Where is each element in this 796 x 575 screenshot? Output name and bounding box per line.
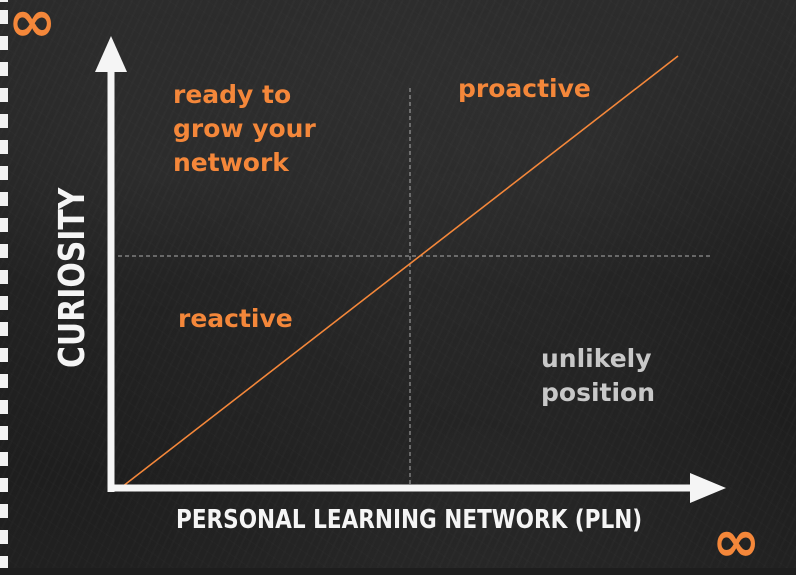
x-axis-title: PERSONAL LEARNING NETWORK (PLN) [176, 505, 643, 535]
x-axis-infinity-icon: ∞ [712, 507, 761, 575]
diagonal-trend-line [117, 55, 679, 491]
dashed-left-border [0, 0, 8, 568]
y-axis-infinity-icon: ∞ [8, 0, 57, 55]
y-axis-arrowhead [95, 36, 127, 72]
y-axis-title: CURIOSITY [52, 187, 93, 368]
x-axis-arrowhead [690, 473, 726, 503]
quadrant-label-bottom-left: reactive [178, 304, 293, 333]
quadrant-label-top-right: proactive [458, 74, 591, 103]
quadrant-label-bottom-right: unlikely position [541, 344, 656, 407]
quadrant-label-top-left: ready to grow your network [173, 80, 316, 177]
